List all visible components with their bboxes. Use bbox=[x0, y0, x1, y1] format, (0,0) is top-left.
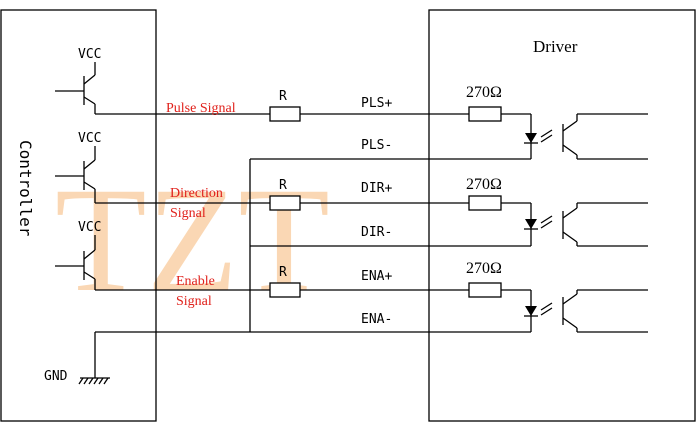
resistor-label-2: R bbox=[279, 178, 287, 193]
vcc-label-1: VCC bbox=[78, 47, 101, 62]
resistor-270-direction: 270Ω bbox=[466, 176, 502, 211]
enable-signal-label-line1: Enable bbox=[176, 274, 215, 289]
pulse-signal-label: Pulse Signal bbox=[166, 101, 236, 116]
pin-pls-minus: PLS- bbox=[361, 138, 392, 153]
ohm-label-1: 270Ω bbox=[466, 84, 502, 101]
optocoupler-enable bbox=[524, 289, 648, 333]
gnd-label: GND bbox=[44, 369, 68, 384]
resistor-270-enable: 270Ω bbox=[466, 260, 502, 298]
transistor-pulse: VCC bbox=[55, 47, 101, 114]
resistor-r-direction: R bbox=[269, 178, 301, 211]
transistor-enable: VCC bbox=[55, 220, 101, 290]
ground-symbol bbox=[78, 377, 110, 385]
vcc-label-2: VCC bbox=[78, 131, 101, 146]
enable-signal-label-line2: Signal bbox=[176, 294, 212, 309]
resistor-270-pulse: 270Ω bbox=[466, 84, 502, 122]
driver-box bbox=[428, 9, 696, 422]
pin-dir-plus: DIR+ bbox=[361, 181, 392, 196]
resistor-r-pulse: R bbox=[269, 89, 301, 122]
controller-title: Controller bbox=[16, 140, 35, 237]
driver-title: Driver bbox=[533, 37, 578, 56]
optocoupler-direction bbox=[524, 202, 648, 247]
resistor-label-3: R bbox=[279, 265, 287, 280]
resistor-r-enable: R bbox=[269, 265, 301, 298]
pin-ena-plus: ENA+ bbox=[361, 269, 392, 284]
resistor-label-1: R bbox=[279, 89, 287, 104]
pin-dir-minus: DIR- bbox=[361, 225, 392, 240]
direction-signal-label-line1: Direction bbox=[170, 186, 223, 201]
optocoupler-pulse bbox=[524, 113, 648, 160]
vcc-label-3: VCC bbox=[78, 220, 101, 235]
controller-box bbox=[0, 9, 157, 422]
pin-pls-plus: PLS+ bbox=[361, 96, 392, 111]
direction-signal-label-line2: Signal bbox=[170, 206, 206, 221]
transistor-direction: VCC bbox=[55, 131, 101, 203]
ohm-label-2: 270Ω bbox=[466, 176, 502, 193]
ohm-label-3: 270Ω bbox=[466, 260, 502, 277]
pin-ena-minus: ENA- bbox=[361, 312, 392, 327]
